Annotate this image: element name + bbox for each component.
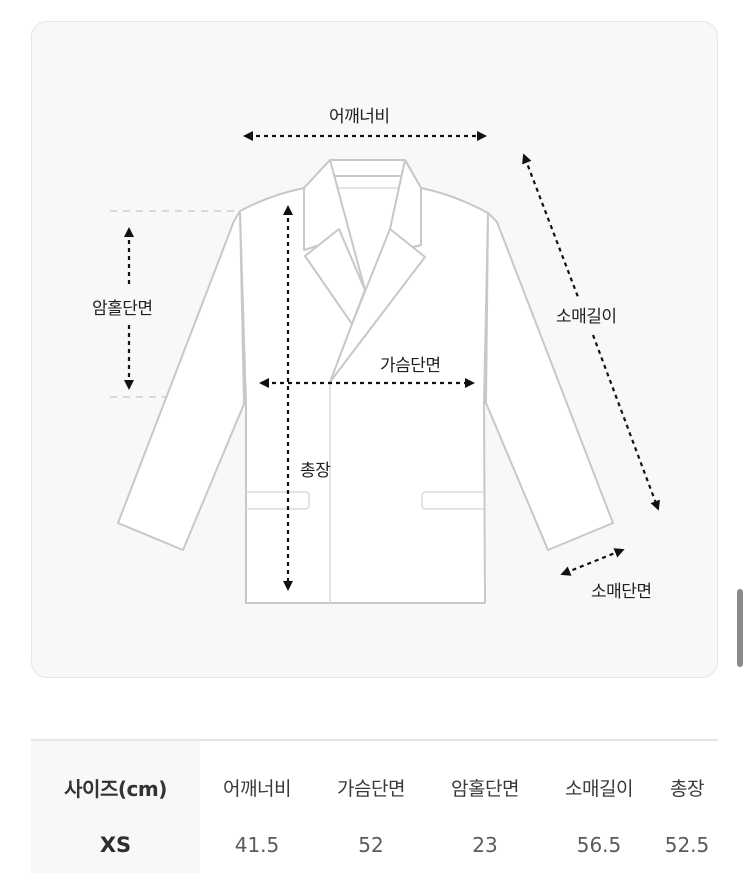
header-armhole: 암홀단면 bbox=[451, 777, 519, 800]
sleeve-length-arrow-bottom bbox=[591, 334, 660, 511]
sleeve-length-arrow-top bbox=[522, 153, 580, 298]
size-table: 사이즈(cm) 어깨너비 가슴단면 암홀단면 소매길이 총장 XS 41.5 5… bbox=[31, 739, 718, 873]
measurement-arrows bbox=[124, 131, 660, 591]
sleeve-opening-arrow bbox=[560, 548, 625, 576]
header-chest: 가슴단면 bbox=[337, 777, 405, 800]
shoulder-width-label: 어깨너비 bbox=[329, 107, 390, 127]
value-shoulder-width: 41.5 bbox=[234, 833, 280, 857]
scrollbar-thumb[interactable] bbox=[737, 589, 743, 667]
header-sleeve-length: 소매길이 bbox=[565, 777, 633, 800]
value-sleeve-length: 56.5 bbox=[576, 833, 622, 857]
sleeve-opening-label: 소매단면 bbox=[591, 582, 652, 602]
value-armhole: 23 bbox=[472, 833, 498, 857]
value-chest: 52 bbox=[358, 833, 384, 857]
header-total-length: 총장 bbox=[670, 777, 704, 800]
table-header-row: 사이즈(cm) 어깨너비 가슴단면 암홀단면 소매길이 총장 bbox=[31, 740, 718, 833]
armhole-label: 암홀단면 bbox=[92, 299, 153, 319]
table-row: XS 41.5 52 23 56.5 52.5 bbox=[31, 833, 718, 873]
jacket-icon bbox=[117, 159, 614, 604]
chest-label: 가슴단면 bbox=[380, 356, 441, 376]
header-size: 사이즈(cm) bbox=[31, 740, 200, 833]
header-shoulder-width: 어깨너비 bbox=[223, 777, 291, 800]
sleeve-length-label: 소매길이 bbox=[556, 307, 617, 327]
size-cell: XS bbox=[31, 833, 200, 873]
total-length-label: 총장 bbox=[300, 461, 331, 481]
value-total-length: 52.5 bbox=[664, 833, 710, 857]
